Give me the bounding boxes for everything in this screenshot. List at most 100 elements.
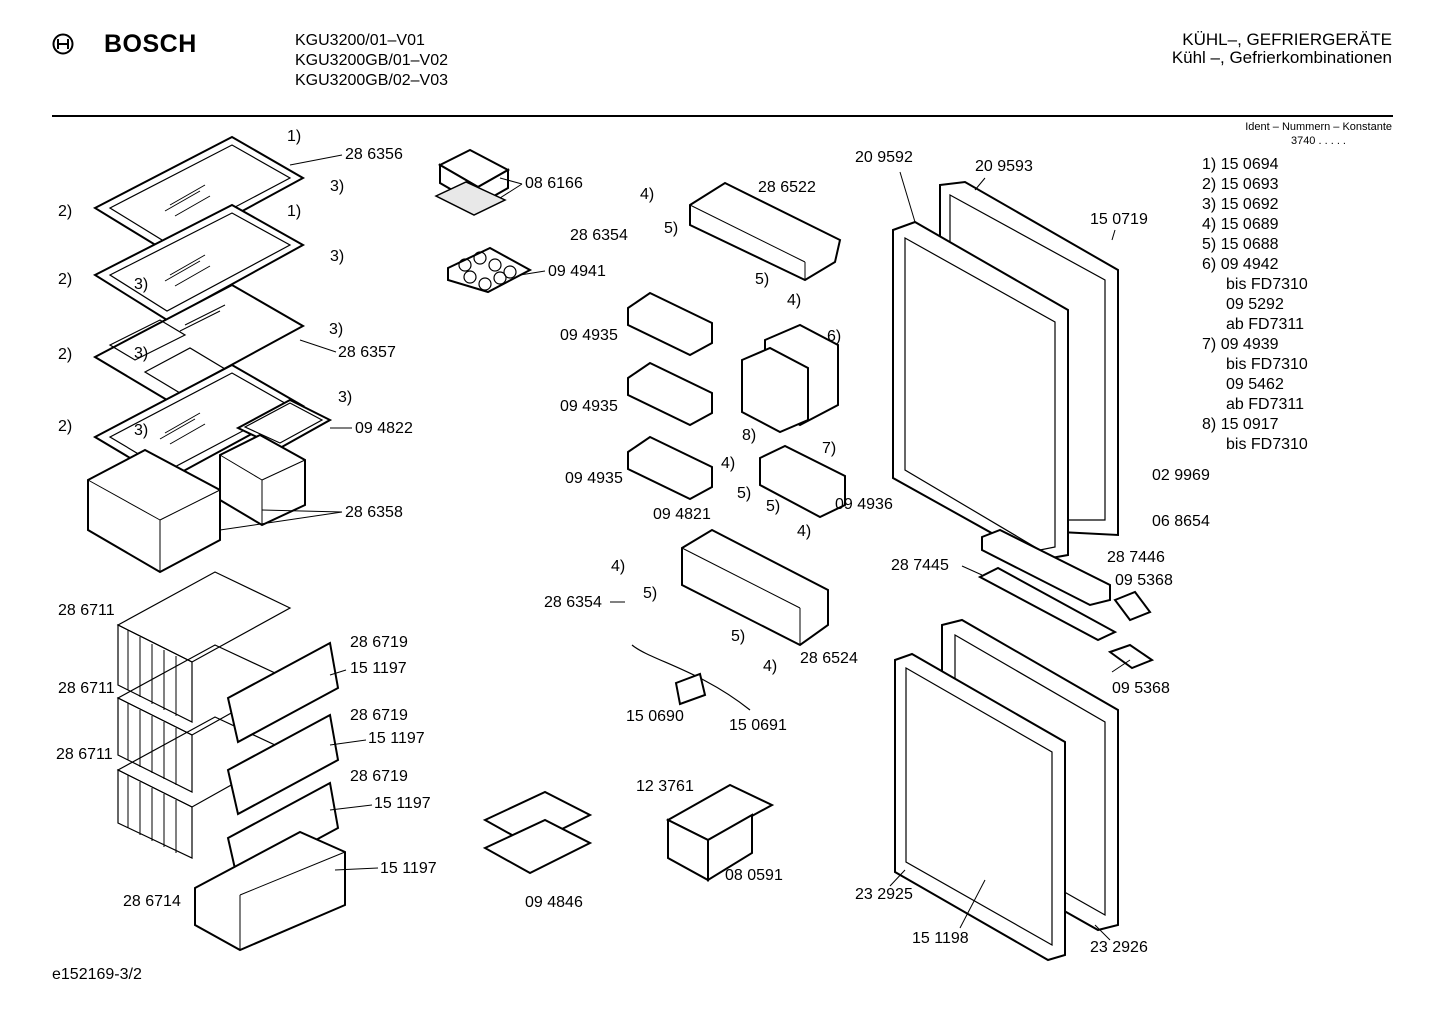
bosch-logo [52,33,74,60]
legend-note: ab FD7311 [1226,316,1304,333]
callout-label: 5) [766,498,781,515]
callout-label: 4) [763,658,778,675]
callout-label: 2) [58,203,73,220]
crisper-drawers [87,433,306,574]
callout-label: 4) [797,523,812,540]
callout-label: 2) [58,346,73,363]
callout-label: 4) [787,292,802,309]
door-shelves-mid [741,323,846,519]
callout-label: 3) [330,248,345,265]
part-number-label: 09 4935 [565,470,623,487]
cold-packs [482,790,593,875]
callout-label: 5) [737,485,752,502]
legend-item: 3) 15 0692 [1202,196,1279,213]
part-number-label: 28 6711 [58,602,115,619]
glass-shelf-3 [92,283,306,403]
callout-label: 5) [664,220,679,237]
part-number-label: 20 9593 [975,158,1033,175]
part-number-label: 28 6354 [544,594,602,611]
part-number-label: 15 0719 [1090,211,1148,228]
part-number-label: 15 1197 [374,795,431,812]
part-number-label: 28 6719 [350,634,408,651]
part-number-label: 15 0691 [729,717,787,734]
part-number-label: 09 5368 [1115,572,1173,589]
egg-tray [447,246,533,294]
callout-label: 4) [640,186,655,203]
callout-label: 8) [742,427,757,444]
callout-label: 2) [58,271,73,288]
legend-note: 09 5462 [1226,376,1284,393]
part-number-label: 09 4935 [560,398,618,415]
part-number-label: 12 3761 [636,778,694,795]
callout-label: 5) [643,585,658,602]
part-number-label: 08 6166 [525,175,583,192]
part-number-label: 09 4821 [653,506,711,523]
ident-code: 3740 . . . . . [1290,135,1346,147]
model-2: KGU3200GB/01–V02 [295,52,448,69]
callout-label: 3) [338,389,353,406]
legend-item: 4) 15 0689 [1202,216,1279,233]
callout-label: 1) [287,203,302,220]
part-number-label: 28 7445 [891,557,949,574]
legend-note: bis FD7310 [1226,356,1308,373]
drawer-fronts [194,641,346,952]
part-number-label: 28 6357 [338,344,396,361]
part-number-label: 28 6711 [56,746,113,763]
part-number-label: 09 4941 [548,263,606,280]
small-box-08-6166 [434,148,511,216]
part-number-label: 09 4822 [355,420,413,437]
part-number-label: 28 6714 [123,893,181,910]
glass-shelf-2 [92,203,306,322]
category-line-1: KÜHL–, GEFRIERGERÄTE [1182,30,1392,49]
part-number-label: 02 9969 [1152,467,1210,484]
part-number-label: 28 6522 [758,179,816,196]
part-number-label: 28 6719 [350,707,408,724]
door-shelf-lower [681,528,829,647]
legend-note: 09 5292 [1226,296,1284,313]
callout-label: 2) [58,418,73,435]
part-number-label: 15 0690 [626,708,684,725]
part-number-label: 15 1197 [380,860,437,877]
part-number-label: 09 4846 [525,894,583,911]
callout-label: 4) [611,558,626,575]
ice-tray [665,783,775,882]
category-line-2: Kühl –, Gefrierkombinationen [1171,48,1392,67]
callout-label: 3) [329,321,344,338]
part-number-label: 15 1198 [912,930,969,947]
bosch-armature-icon [52,33,74,55]
fridge-gasket [892,220,1069,562]
model-list: KGU3200/01–V01 KGU3200GB/01–V02 KGU3200G… [295,31,448,91]
part-number-label: 23 2925 [855,886,913,903]
callout-label: 3) [134,345,149,362]
glass-shelf-top [92,135,306,254]
part-number-label: 28 6711 [58,680,115,697]
part-number-label: 09 4935 [560,327,618,344]
part-number-label: 15 1197 [350,660,407,677]
ident-heading-text: Ident – Nummern – Konstante [1245,121,1392,133]
part-number-label: 09 4936 [835,496,893,513]
legend-item: 8) 15 0917 [1202,416,1279,433]
callout-label: 7) [822,440,837,457]
callout-label: 1) [287,128,302,145]
part-number-label: 20 9592 [855,149,913,166]
callout-label: 6) [827,328,842,345]
callout-label: 3) [330,178,345,195]
brand-name: BOSCH [104,30,197,58]
part-number-label: 15 1197 [368,730,425,747]
callout-label: 3) [134,422,149,439]
part-number-label: 08 0591 [725,867,783,884]
legend-item: 5) 15 0688 [1202,236,1279,253]
part-number-label: 28 7446 [1107,549,1165,566]
part-number-label: 09 5368 [1112,680,1170,697]
legend-note: bis FD7310 [1226,436,1308,453]
legend-item: 2) 15 0693 [1202,176,1279,193]
callout-label: 3) [134,276,149,293]
part-number-label: 23 2926 [1090,939,1148,956]
category-title: KÜHL–, GEFRIERGERÄTE Kühl –, Gefrierkomb… [1172,31,1392,67]
callout-label: 5) [731,628,746,645]
header-divider [52,115,1393,117]
drawing-code: e152169-3/2 [52,966,142,983]
part-number-label: 06 8654 [1152,513,1210,530]
part-legend: 1) 15 0694 2) 15 0693 3) 15 0692 4) 15 0… [1202,155,1308,455]
part-number-label: 28 6358 [345,504,403,521]
